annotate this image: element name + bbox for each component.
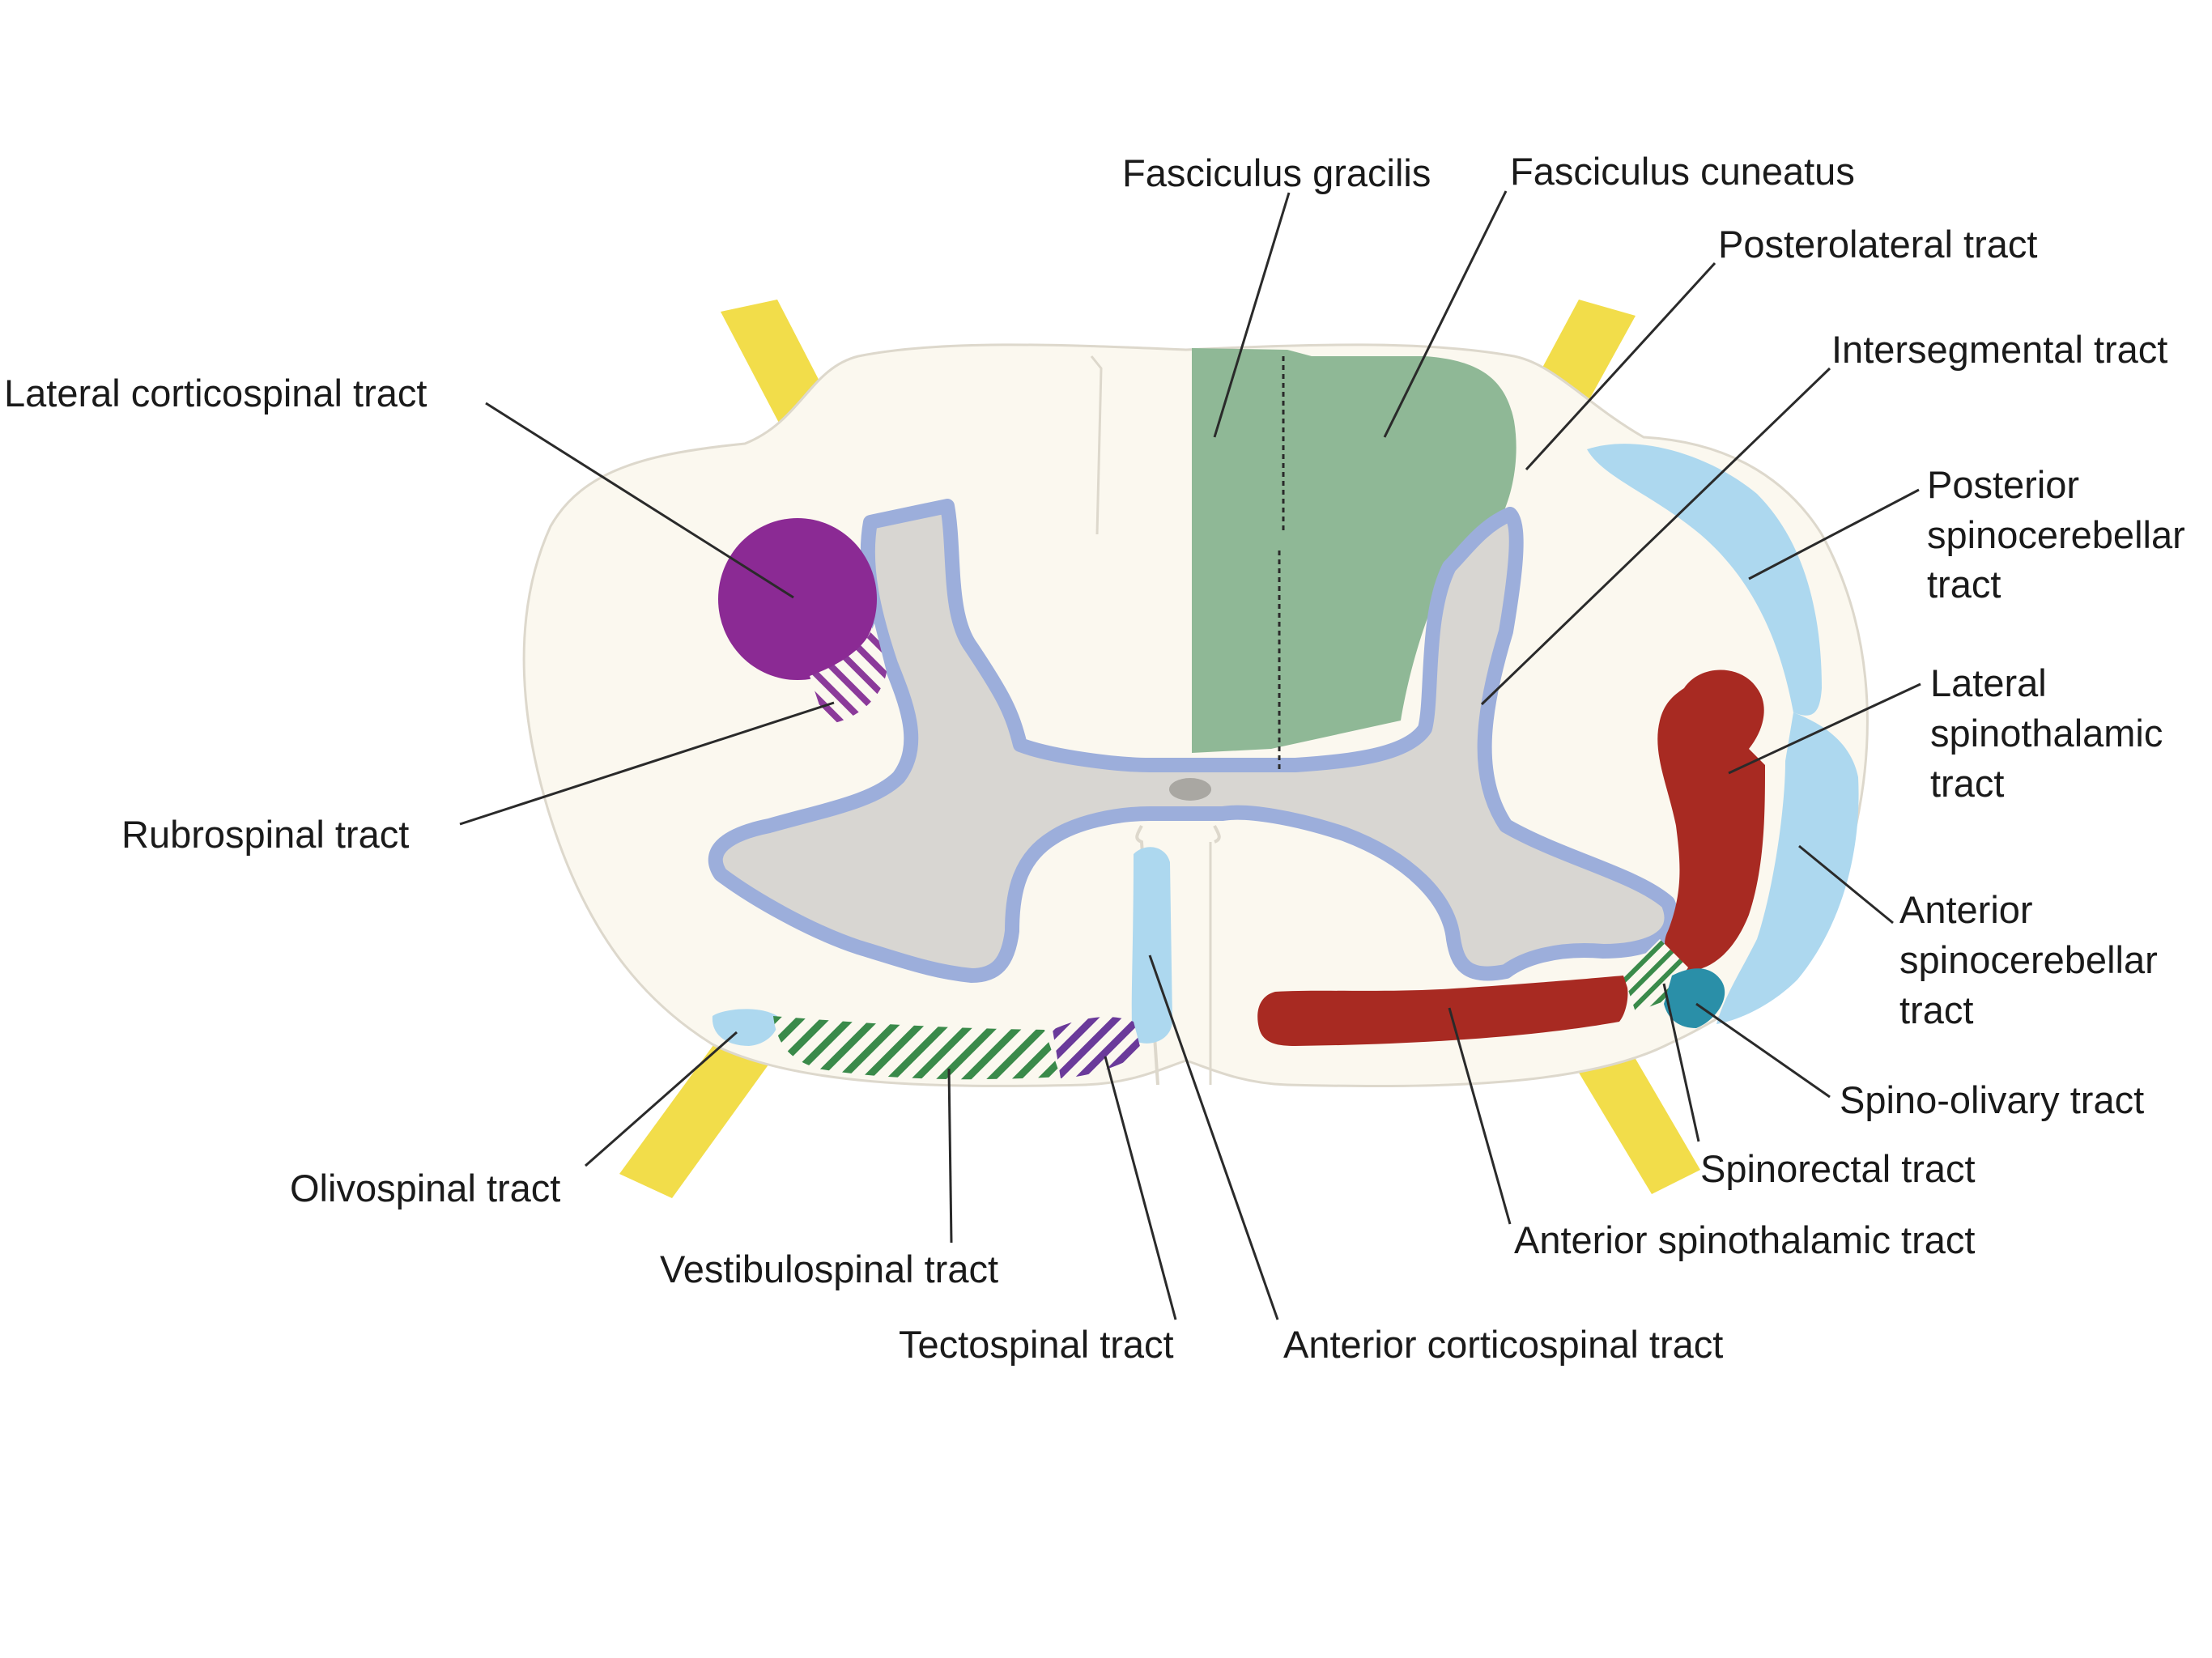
labels: Fasciculus gracilis Fasciculus cuneatus … <box>4 150 2185 1366</box>
label-anterior-spinocerebellar-1: Anterior <box>1899 888 2033 931</box>
anterior-spinothalamic-tract <box>1257 976 1628 1046</box>
spinorectal-tract <box>1623 939 1688 1012</box>
label-fasciculus-gracilis: Fasciculus gracilis <box>1122 151 1431 194</box>
anterior-spinocerebellar-tract <box>1716 712 1859 1024</box>
rubrospinal-tract <box>810 623 887 725</box>
posterior-median-septum <box>1090 355 1103 535</box>
anterior-median-fissure <box>1135 825 1159 1086</box>
label-lateral-spinothalamic-3: tract <box>1930 762 2004 805</box>
label-lateral-spinothalamic-1: Lateral <box>1930 661 2047 704</box>
label-spino-olivary-tract: Spino-olivary tract <box>1840 1078 2144 1121</box>
label-rubrospinal-tract: Rubrospinal tract <box>121 813 409 856</box>
label-posterolateral-tract: Posterolateral tract <box>1718 223 2037 266</box>
label-posterior-spinocerebellar-2: spinocerebellar <box>1927 513 2185 556</box>
lateral-corticospinal-tract <box>718 518 877 680</box>
label-anterior-spinothalamic-tract: Anterior spinothalamic tract <box>1514 1218 1975 1261</box>
label-fasciculus-cuneatus: Fasciculus cuneatus <box>1510 150 1855 193</box>
label-tectospinal-tract: Tectospinal tract <box>899 1323 1174 1366</box>
label-lateral-corticospinal-tract: Lateral corticospinal tract <box>4 372 427 414</box>
vestibulospinal-tract <box>773 1016 1061 1080</box>
tectospinal-tract <box>1053 1017 1142 1078</box>
ventral-root-left <box>619 1024 777 1198</box>
label-anterior-spinocerebellar-2: spinocerebellar <box>1899 938 2158 981</box>
gray-matter <box>708 499 1679 983</box>
label-vestibulospinal-tract: Vestibulospinal tract <box>660 1248 998 1290</box>
posterior-spinocerebellar-tract <box>1587 444 1822 716</box>
label-lateral-spinothalamic-2: spinothalamic <box>1930 712 2163 755</box>
label-intersegmental-tract: Intersegmental tract <box>1831 328 2167 371</box>
label-posterior-spinocerebellar-1: Posterior <box>1927 463 2079 506</box>
label-anterior-spinocerebellar-3: tract <box>1899 988 1973 1031</box>
label-posterior-spinocerebellar-3: tract <box>1927 563 2001 606</box>
olivospinal-tract <box>712 1009 778 1046</box>
central-canal <box>1169 778 1211 801</box>
label-spinorectal-tract: Spinorectal tract <box>1700 1147 1976 1190</box>
anterior-corticospinal-tract <box>1131 847 1172 1044</box>
lateral-spinothalamic-tract <box>1657 670 1765 971</box>
label-olivospinal-tract: Olivospinal tract <box>290 1167 560 1209</box>
fasciculus-region <box>1192 348 1516 753</box>
label-anterior-corticospinal-tract: Anterior corticospinal tract <box>1283 1323 1723 1366</box>
leader-lines <box>459 190 1921 1320</box>
